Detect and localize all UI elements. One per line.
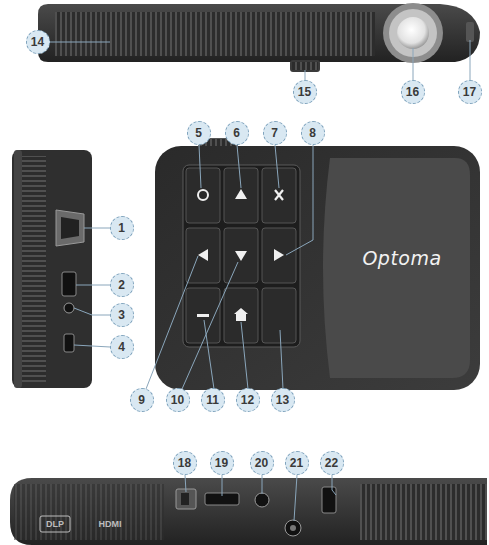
callout-number: 20 [250,451,274,475]
leader-line [74,308,92,315]
top-panel [323,158,470,378]
switch-slider [181,493,189,505]
leader-line [241,322,248,389]
leader-line [470,40,471,80]
leader-line [305,70,306,80]
vent-grille [14,484,164,540]
callout-number: 15 [293,80,317,104]
callout-number: 12 [236,388,260,412]
dc-pin [290,525,296,531]
callout-number: 7 [263,121,287,145]
usb-port [322,487,336,513]
callout-number: 10 [166,388,190,412]
leader-line [76,285,110,286]
leader-line [262,475,263,494]
leader-line [199,145,201,188]
vent-grille [360,484,487,540]
leader-line [280,330,283,389]
keypad [183,165,300,347]
callout-number: 19 [210,451,234,475]
button [224,228,258,283]
audio-jack [255,493,269,507]
cross-symbol [275,190,283,200]
circle-symbol [198,190,208,200]
vga-pins [61,217,79,239]
leader-line [92,315,110,316]
audio-jack [64,303,74,313]
leader-lines [74,228,110,347]
callout-number: 22 [320,451,344,475]
down-symbol [235,251,247,261]
leader-line [332,475,336,495]
button [262,228,296,283]
hdmi-port [62,272,76,296]
button [224,168,258,223]
leader-line [185,475,186,492]
button [262,288,296,343]
button [224,288,258,343]
projector-body [38,4,480,62]
leader-line [182,262,238,389]
logo-text: DLP [46,519,64,529]
top-plate [155,146,480,390]
right-symbol [274,249,284,261]
lens [397,17,429,49]
logo-text: HDMI [99,519,122,529]
minus-symbol [197,314,209,317]
callout-number: 14 [26,30,50,54]
callout-number: 18 [173,451,197,475]
brand-logo: Optoma [362,247,441,269]
side-panel [12,150,92,388]
button-symbols [197,189,284,321]
usb-port [64,334,74,352]
callout-number: 1 [110,216,134,240]
vga-port [56,210,84,246]
callout-number: 2 [110,273,134,297]
up-symbol [235,189,247,199]
callout-number: 6 [225,121,249,145]
callout-number: 5 [187,121,211,145]
leader-line [74,345,110,347]
foot-ridges [292,62,318,70]
leader-line [286,145,313,255]
side-edge [14,150,22,388]
button [262,168,296,223]
left-symbol [198,249,208,261]
leader-line [146,256,198,389]
leader-lines [146,145,313,389]
lens-tab [466,22,474,42]
leader-line [222,475,223,496]
keypad-buttons [186,168,296,343]
callout-number: 21 [285,451,309,475]
callout-number: 11 [201,388,225,412]
leader-line [204,320,214,389]
leader-line [84,228,110,229]
leader-lines [50,40,470,80]
home-symbol [234,308,248,321]
callout-number: 9 [130,388,154,412]
vent-grille [55,12,375,56]
button [186,168,220,223]
callout-number: 4 [110,335,134,359]
projector-body [10,478,487,545]
leader-line [237,145,241,188]
callout-number: 13 [271,388,295,412]
callout-number: 8 [301,121,325,145]
dlp-logo-box [40,516,70,532]
leader-line [275,145,279,188]
callout-number: 3 [110,303,134,327]
callout-number: 17 [458,80,482,104]
leader-lines [185,475,336,521]
leader-line [50,42,110,43]
dc-jack [285,520,301,536]
leader-line [294,475,297,521]
callout-number: 16 [401,80,425,104]
leader-line [413,48,414,80]
